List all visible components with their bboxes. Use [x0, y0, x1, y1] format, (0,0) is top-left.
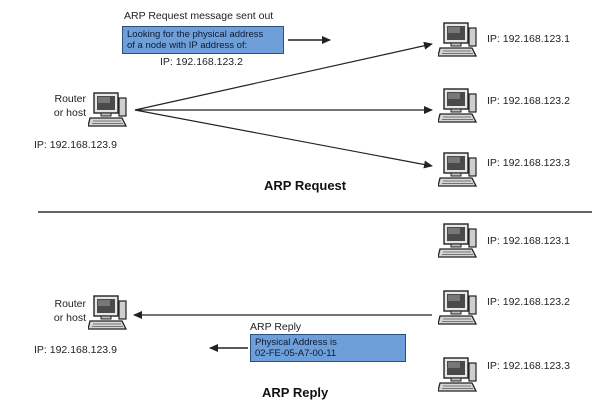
reply-host1-ip: IP: 192.168.123.1	[487, 235, 570, 247]
reply-box-line1: Physical Address is	[255, 337, 337, 348]
request-target-ip: IP: 192.168.123.2	[160, 56, 243, 68]
request-host3-computer-icon	[438, 152, 477, 187]
reply-host1-computer-icon	[438, 223, 477, 258]
reply-receiver-ip: IP: 192.168.123.9	[34, 344, 117, 356]
reply-message-box: Physical Address is 02-FE-05-A7-00-11	[250, 334, 406, 362]
request-box-line1: Looking for the physical address	[127, 29, 264, 40]
reply-host2-ip: IP: 192.168.123.2	[487, 296, 570, 308]
reply-host3-computer-icon	[438, 357, 477, 392]
reply-host2-computer-icon	[438, 290, 477, 325]
reply-receiver-computer-icon	[88, 295, 127, 330]
request-line-host1	[134, 41, 433, 111]
reply-heading: ARP Reply	[262, 385, 329, 400]
request-caption: ARP Request message sent out	[124, 10, 274, 22]
request-host1-ip: IP: 192.168.123.1	[487, 33, 570, 45]
request-sender-label-1: Router	[54, 93, 86, 105]
reply-host3-ip: IP: 192.168.123.3	[487, 360, 570, 372]
request-sender-label-2: or host	[53, 107, 86, 119]
request-host2-ip: IP: 192.168.123.2	[487, 95, 570, 107]
request-line-host3	[134, 109, 433, 169]
reply-receiver-label-1: Router	[54, 298, 86, 310]
request-box-line2: of a node with IP address of:	[127, 40, 248, 51]
request-host3-ip: IP: 192.168.123.3	[487, 157, 570, 169]
reply-caption: ARP Reply	[250, 321, 302, 333]
request-message-box: Looking for the physical address of a no…	[122, 26, 284, 54]
reply-receiver-label-2: or host	[53, 312, 86, 324]
request-heading: ARP Request	[264, 178, 347, 193]
reply-box-line2: 02-FE-05-A7-00-11	[255, 348, 337, 359]
request-sender-ip: IP: 192.168.123.9	[34, 139, 117, 151]
request-sender-computer-icon	[88, 92, 127, 127]
request-host2-computer-icon	[438, 88, 477, 123]
request-host1-computer-icon	[438, 22, 477, 57]
